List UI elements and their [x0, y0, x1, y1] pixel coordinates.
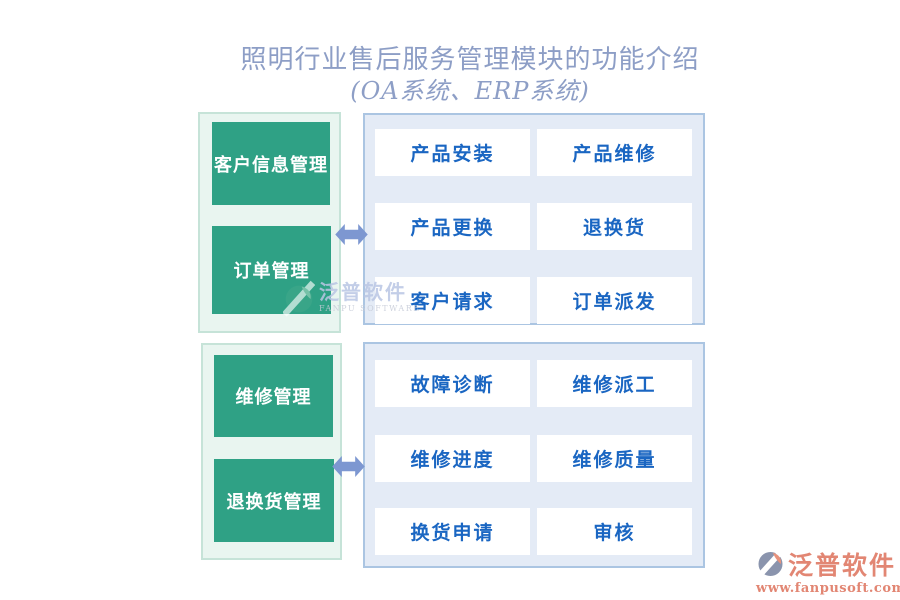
logo-name: 泛普软件: [788, 551, 897, 580]
module-box-return-management: 退换货管理: [214, 459, 334, 542]
fanpu-logo: 泛普软件 www.fanpusoft.com: [755, 547, 900, 596]
function-box-repair-quality: 维修质量: [537, 435, 692, 482]
function-box-fault-diagnosis: 故障诊断: [375, 360, 530, 407]
function-box-review: 审核: [537, 508, 692, 555]
function-box-order-dispatch: 订单派发: [537, 277, 692, 324]
double-arrow-icon: [335, 224, 368, 245]
function-box-exchange-request: 换货申请: [375, 508, 530, 555]
function-box-product-repair: 产品维修: [537, 129, 692, 176]
logo-url: www.fanpusoft.com: [756, 581, 900, 596]
fanpu-logo-icon: [755, 547, 786, 584]
function-box-repair-progress: 维修进度: [375, 435, 530, 482]
function-box-return-exchange: 退换货: [537, 203, 692, 250]
title-line2: (OA系统、ERP系统): [350, 77, 590, 105]
module-box-repair-management: 维修管理: [214, 355, 333, 437]
function-box-product-replace: 产品更换: [375, 203, 530, 250]
page-title: 照明行业售后服务管理模块的功能介绍 (OA系统、ERP系统): [40, 44, 900, 106]
module-box-order-management: 订单管理: [212, 226, 331, 314]
function-box-product-install: 产品安装: [375, 129, 530, 176]
section1-right-panel: 产品安装 产品维修 产品更换 退换货 客户请求 订单派发: [363, 113, 705, 325]
double-arrow-icon: [332, 456, 365, 477]
title-line1: 照明行业售后服务管理模块的功能介绍: [240, 45, 700, 75]
function-box-customer-request: 客户请求: [375, 277, 530, 324]
function-box-repair-dispatch: 维修派工: [537, 360, 692, 407]
section2-left-panel: 维修管理 退换货管理: [201, 343, 342, 560]
section2-right-panel: 故障诊断 维修派工 维修进度 维修质量 换货申请 审核: [363, 342, 705, 568]
module-box-customer-info: 客户信息管理: [212, 122, 330, 205]
section1-left-panel: 客户信息管理 订单管理: [198, 112, 341, 333]
